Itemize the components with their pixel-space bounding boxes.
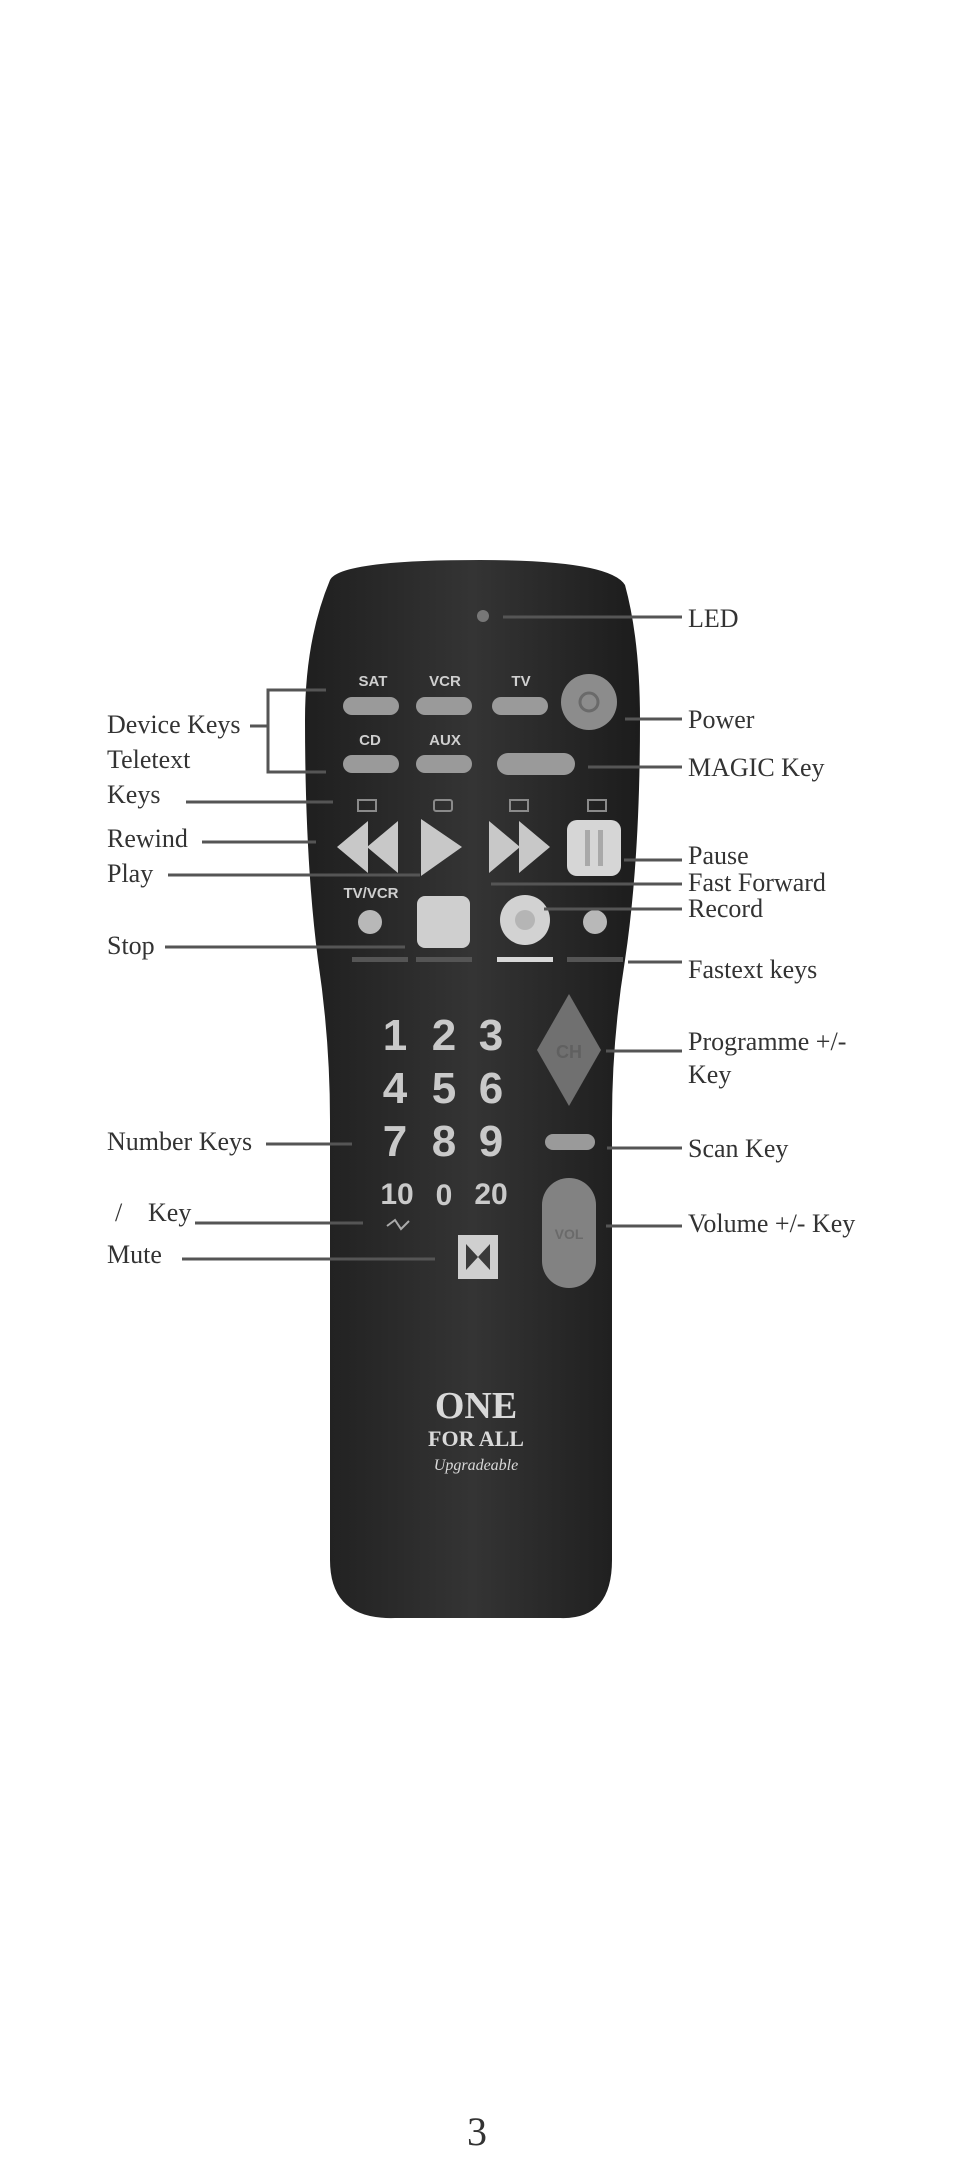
teletext-icon-1 bbox=[357, 799, 377, 812]
programme-key-text: CH bbox=[556, 1042, 582, 1062]
number-key-5[interactable]: 5 bbox=[432, 1064, 456, 1113]
leader-device-keys bbox=[266, 688, 326, 774]
label-fast-forward: Fast Forward bbox=[688, 868, 826, 897]
remote-body bbox=[305, 560, 640, 1619]
label-pause: Pause bbox=[688, 841, 749, 870]
leader-lines bbox=[165, 615, 682, 1261]
tv-key[interactable] bbox=[492, 697, 548, 715]
sat-key-label: SAT bbox=[359, 673, 388, 690]
programme-key[interactable] bbox=[537, 994, 601, 1106]
label-teletext-line2: Keys bbox=[107, 780, 161, 809]
stop-button[interactable] bbox=[417, 896, 470, 948]
label-teletext-line1: Teletext bbox=[107, 745, 191, 774]
number-key-20[interactable]: 20 bbox=[474, 1178, 507, 1211]
brand-logo-line2: FOR ALL bbox=[428, 1426, 524, 1451]
vcr-key[interactable] bbox=[416, 697, 472, 715]
pause-button[interactable] bbox=[567, 820, 621, 876]
label-device-keys: Device Keys bbox=[107, 710, 241, 739]
label-stop: Stop bbox=[107, 931, 155, 960]
label-power: Power bbox=[688, 705, 755, 734]
sat-key[interactable] bbox=[343, 697, 399, 715]
volume-key[interactable] bbox=[542, 1178, 596, 1288]
number-key-2[interactable]: 2 bbox=[432, 1011, 456, 1060]
label-play: Play bbox=[107, 859, 154, 888]
number-key-0[interactable]: 0 bbox=[436, 1179, 453, 1212]
vcr-key-label: VCR bbox=[429, 673, 461, 690]
label-number-keys: Number Keys bbox=[107, 1127, 253, 1156]
brand-logo-line1: ONE bbox=[435, 1385, 517, 1427]
label-fastext-keys: Fastext keys bbox=[688, 955, 818, 984]
fastext-key-3[interactable] bbox=[497, 957, 553, 962]
number-key-8[interactable]: 8 bbox=[432, 1117, 456, 1166]
number-key-4[interactable]: 4 bbox=[383, 1064, 408, 1113]
small-round-button[interactable] bbox=[583, 910, 607, 934]
fastext-key-2[interactable] bbox=[416, 957, 472, 962]
slash-key-icon bbox=[386, 1218, 410, 1231]
number-key-9[interactable]: 9 bbox=[479, 1117, 503, 1166]
play-button[interactable] bbox=[421, 819, 462, 876]
scan-key[interactable] bbox=[545, 1134, 595, 1150]
number-key-7[interactable]: 7 bbox=[383, 1117, 407, 1166]
label-mute: Mute bbox=[107, 1240, 162, 1269]
magic-key[interactable] bbox=[497, 753, 575, 775]
label-volume-key: Volume +/- Key bbox=[688, 1209, 856, 1238]
label-slash-key: Key bbox=[148, 1198, 192, 1227]
teletext-icon-4 bbox=[587, 799, 607, 812]
label-magic-key: MAGIC Key bbox=[688, 753, 825, 782]
number-key-1[interactable]: 1 bbox=[383, 1011, 407, 1060]
aux-key[interactable] bbox=[416, 755, 472, 773]
label-programme-line1: Programme +/- bbox=[688, 1027, 847, 1056]
teletext-icon-3 bbox=[509, 799, 529, 812]
fastext-key-4[interactable] bbox=[567, 957, 623, 962]
cd-key-label: CD bbox=[359, 732, 381, 749]
led-icon bbox=[477, 610, 489, 622]
label-led: LED bbox=[688, 604, 739, 633]
pause-icon-bar-1 bbox=[585, 830, 590, 866]
mute-button[interactable] bbox=[458, 1235, 498, 1279]
tv-key-label: TV bbox=[511, 673, 530, 690]
page-number: 3 bbox=[467, 2109, 487, 2154]
power-button[interactable] bbox=[561, 674, 617, 730]
pause-icon-bar-2 bbox=[598, 830, 603, 866]
fastext-key-1[interactable] bbox=[352, 957, 408, 962]
brand-logo-line3: Upgradeable bbox=[434, 1457, 518, 1474]
tv-vcr-button[interactable] bbox=[358, 910, 382, 934]
tv-vcr-label: TV/VCR bbox=[343, 885, 398, 902]
number-key-3[interactable]: 3 bbox=[479, 1011, 503, 1060]
aux-key-label: AUX bbox=[429, 732, 461, 749]
volume-key-text: VOL bbox=[555, 1226, 584, 1242]
label-rewind: Rewind bbox=[107, 824, 188, 853]
rewind-button[interactable] bbox=[336, 821, 398, 873]
number-key-6[interactable]: 6 bbox=[479, 1064, 503, 1113]
label-record: Record bbox=[688, 894, 764, 923]
label-scan-key: Scan Key bbox=[688, 1134, 789, 1163]
label-programme-line2: Key bbox=[688, 1060, 732, 1089]
teletext-icon-2 bbox=[433, 799, 453, 812]
brand-logo: ONE FOR ALL Upgradeable bbox=[428, 1385, 524, 1474]
label-slash-symbol: / bbox=[115, 1198, 123, 1227]
record-icon bbox=[515, 910, 535, 930]
cd-key[interactable] bbox=[343, 755, 399, 773]
number-key-10[interactable]: 10 bbox=[380, 1178, 413, 1211]
fast-forward-button[interactable] bbox=[489, 821, 550, 873]
power-icon bbox=[578, 691, 600, 713]
